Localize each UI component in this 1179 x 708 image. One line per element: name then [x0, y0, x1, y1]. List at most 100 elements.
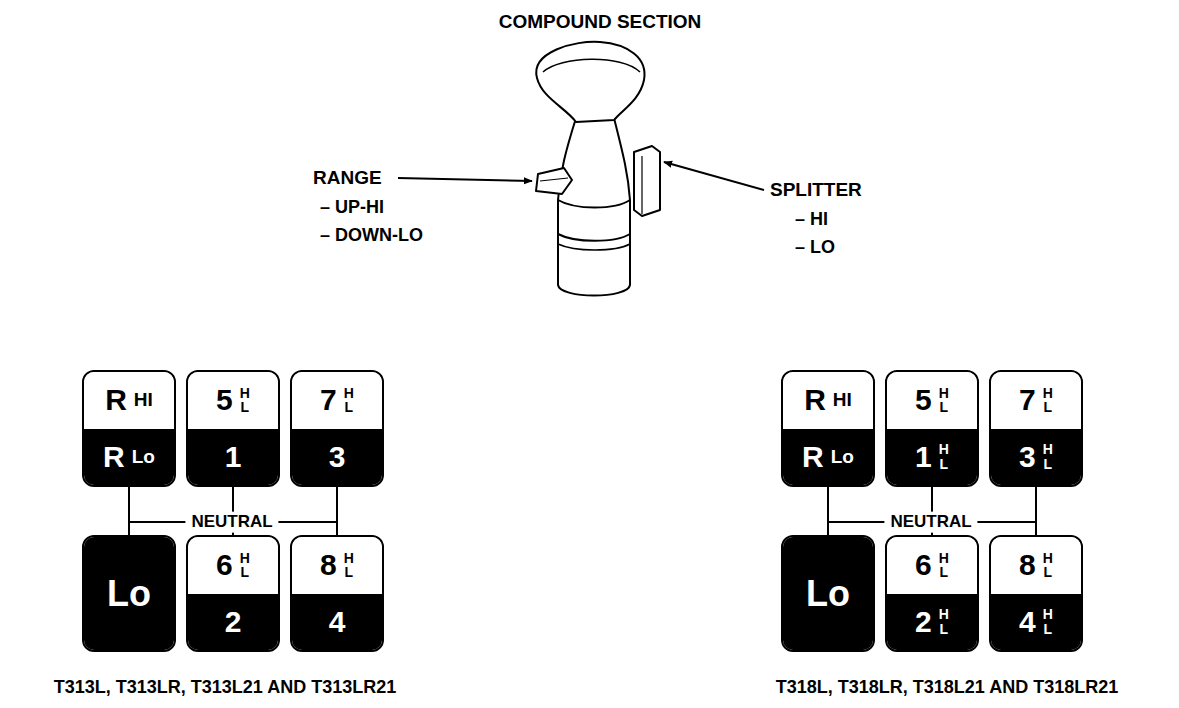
range-mark: H — [1043, 442, 1053, 457]
range-mark: HI — [134, 390, 153, 410]
box-half: 4HL — [991, 594, 1081, 651]
gear-box: Lo — [82, 535, 176, 652]
diagram-title: COMPOUND SECTION — [499, 12, 702, 33]
box-half: 3HL — [991, 429, 1081, 486]
gear-label: R — [105, 385, 127, 415]
control-label: RANGE — [313, 168, 382, 189]
gear-label: 5 — [915, 385, 932, 415]
gate-line — [336, 487, 338, 535]
model-caption: T318L, T318LR, T318L21 AND T318LR21 — [776, 678, 1118, 698]
range-mark: L — [241, 400, 250, 415]
range-mark: L — [1044, 457, 1053, 472]
range-mark: H — [939, 607, 949, 622]
neutral-label: NEUTRAL — [884, 512, 977, 533]
range-marks: HL — [1043, 607, 1053, 636]
gear-box: R HI R Lo — [82, 370, 176, 487]
gate-line — [1035, 487, 1037, 535]
range-mark: H — [939, 442, 949, 457]
range-mark: L — [345, 400, 354, 415]
box-half: 5HL — [887, 372, 977, 429]
range-marks: HL — [1043, 386, 1053, 415]
gear-label: 6 — [216, 550, 233, 580]
gear-label: 8 — [320, 550, 337, 580]
gear-box: 6HL2HL — [885, 535, 979, 652]
box-half: 3 — [292, 429, 382, 486]
gear-box: 7HL3HL — [989, 370, 1083, 487]
gear-box: 8HL 4 — [290, 535, 384, 652]
box-half: 6HL — [887, 537, 977, 594]
splitter-lever — [634, 146, 660, 216]
range-mark: H — [240, 551, 250, 566]
box-half: 1 — [188, 429, 278, 486]
box-half: R HI — [84, 372, 174, 429]
control-label: – HI — [795, 210, 828, 230]
gear-label: Lo — [806, 576, 850, 612]
control-label: SPLITTER — [770, 180, 862, 201]
range-marks: HL — [344, 386, 354, 415]
box-half: 7HL — [292, 372, 382, 429]
range-marks: HL — [240, 386, 250, 415]
gear-label: 8 — [1019, 550, 1036, 580]
range-marks: HL — [939, 551, 949, 580]
gear-label: R — [802, 442, 824, 472]
range-mark: H — [344, 386, 354, 401]
range-mark: L — [345, 565, 354, 580]
gear-box: 6HL2 — [186, 535, 280, 652]
gear-label: 1 — [225, 442, 242, 472]
gear-box: R HI R Lo — [781, 370, 875, 487]
box-half: R Lo — [783, 429, 873, 486]
range-mark: Lo — [132, 447, 155, 467]
range-marks: Lo — [831, 447, 854, 467]
range-mark: H — [344, 551, 354, 566]
box-half: 2 — [188, 594, 278, 651]
range-mark: L — [940, 565, 949, 580]
control-label: – DOWN-LO — [320, 226, 423, 246]
range-mark: L — [940, 457, 949, 472]
box-half: R HI — [783, 372, 873, 429]
gear-label: 7 — [1019, 385, 1036, 415]
box-half: Lo — [84, 537, 174, 650]
gear-label: R — [103, 442, 125, 472]
gear-label: 1 — [915, 442, 932, 472]
box-half: 2HL — [887, 594, 977, 651]
gear-label: 5 — [216, 385, 233, 415]
gear-box: 7HL 3 — [290, 370, 384, 487]
range-marks: HL — [240, 551, 250, 580]
range-marks: HI — [134, 390, 153, 410]
gear-label: Lo — [107, 576, 151, 612]
range-mark: L — [1044, 565, 1053, 580]
range-mark: H — [939, 386, 949, 401]
range-mark: L — [940, 400, 949, 415]
range-mark: HI — [833, 390, 852, 410]
gate-line — [827, 487, 829, 535]
range-mark: L — [241, 565, 250, 580]
control-label: – UP-HI — [320, 198, 384, 218]
box-half: 6HL — [188, 537, 278, 594]
leader-arrow — [664, 162, 764, 190]
box-half: Lo — [783, 537, 873, 650]
box-half: 7HL — [991, 372, 1081, 429]
range-mark: H — [939, 551, 949, 566]
gear-box: 5HL1HL — [885, 370, 979, 487]
gear-label: 3 — [1019, 442, 1036, 472]
gear-label: R — [804, 385, 826, 415]
range-mark: H — [240, 386, 250, 401]
model-caption: T313L, T313LR, T313L21 AND T313LR21 — [54, 678, 396, 698]
range-marks: HL — [939, 607, 949, 636]
range-marks: HI — [833, 390, 852, 410]
range-marks: HL — [1043, 551, 1053, 580]
box-half: R Lo — [84, 429, 174, 486]
range-marks: HL — [1043, 442, 1053, 471]
gear-label: 4 — [329, 607, 346, 637]
gear-label: 3 — [329, 442, 346, 472]
gate-line — [128, 487, 130, 535]
neutral-label: NEUTRAL — [185, 512, 278, 533]
range-marks: HL — [939, 386, 949, 415]
range-marks: HL — [344, 551, 354, 580]
range-mark: H — [1043, 607, 1053, 622]
range-marks: HL — [939, 442, 949, 471]
gear-box: Lo — [781, 535, 875, 652]
box-half: 8HL — [292, 537, 382, 594]
shift-knob — [536, 42, 660, 296]
